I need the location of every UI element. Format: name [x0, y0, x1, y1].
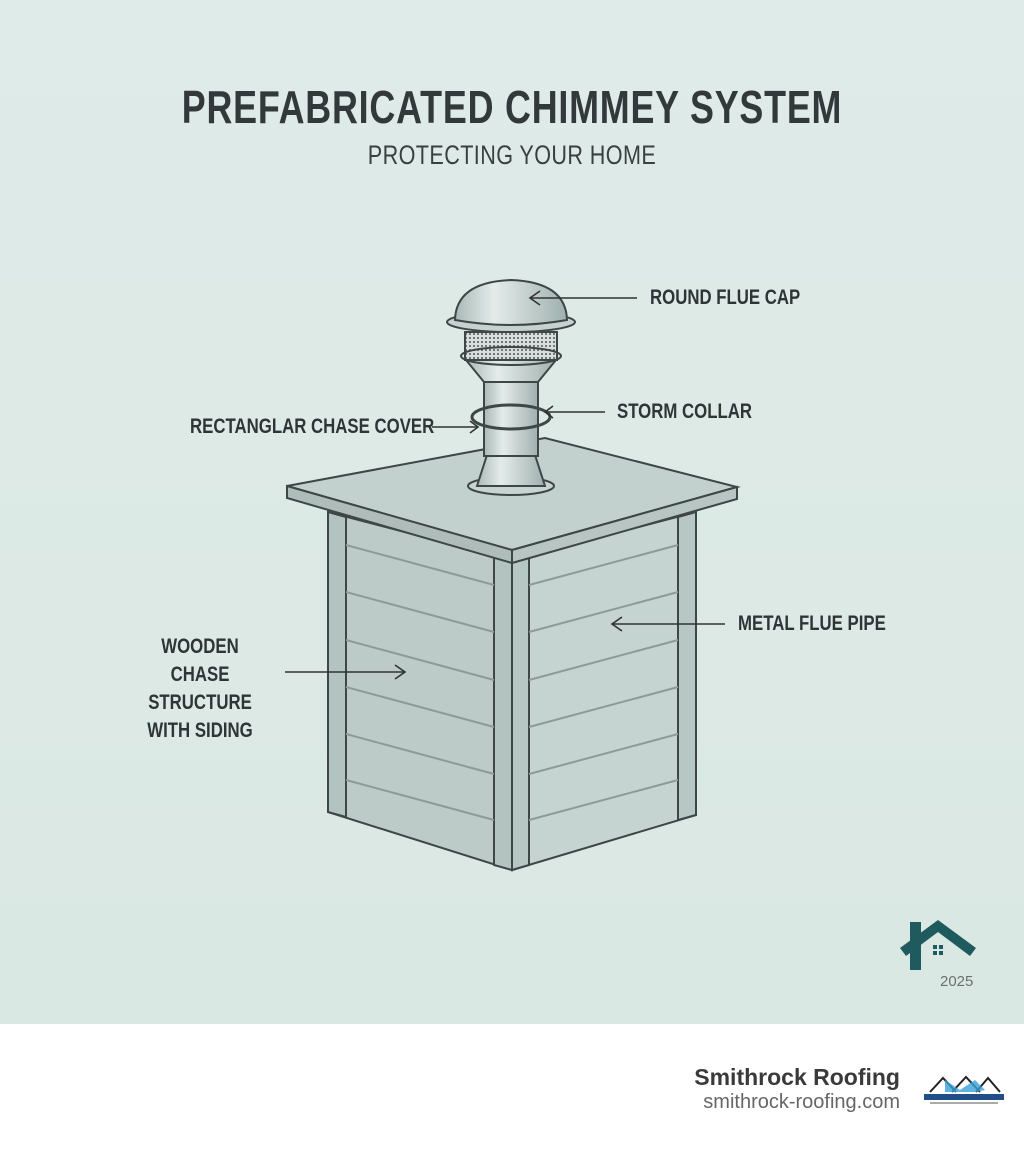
label-round-flue-cap: ROUND FLUE CAP [650, 286, 801, 309]
page-title: PREFABRICATED CHIMMEY SYSTEM [181, 81, 843, 133]
callout-arrows [285, 290, 725, 680]
flue-pipe-and-cap [446, 278, 576, 496]
label-chase-cover: RECTANGLAR CHASE COVER [190, 415, 435, 438]
company-url[interactable]: smithrock-roofing.com [703, 1091, 900, 1113]
wooden-chase-structure [327, 510, 697, 872]
footer-brand: Smithrock Roofing smithrock-roofing.com [694, 1064, 900, 1114]
chimney-illustration [285, 278, 741, 872]
label-metal-flue-pipe: METAL FLUE PIPE [738, 612, 886, 635]
label-storm-collar: STORM COLLAR [617, 400, 753, 423]
infographic-canvas: PREFABRICATED CHIMMEY SYSTEM PROTECTING … [0, 0, 1024, 1024]
company-name: Smithrock Roofing [694, 1064, 900, 1090]
label-wooden-chase: WOODEN CHASE STRUCTURE WITH SIDING [147, 635, 253, 742]
page-subtitle: PROTECTING YOUR HOME [367, 140, 657, 170]
year-label: 2025 [940, 973, 974, 990]
